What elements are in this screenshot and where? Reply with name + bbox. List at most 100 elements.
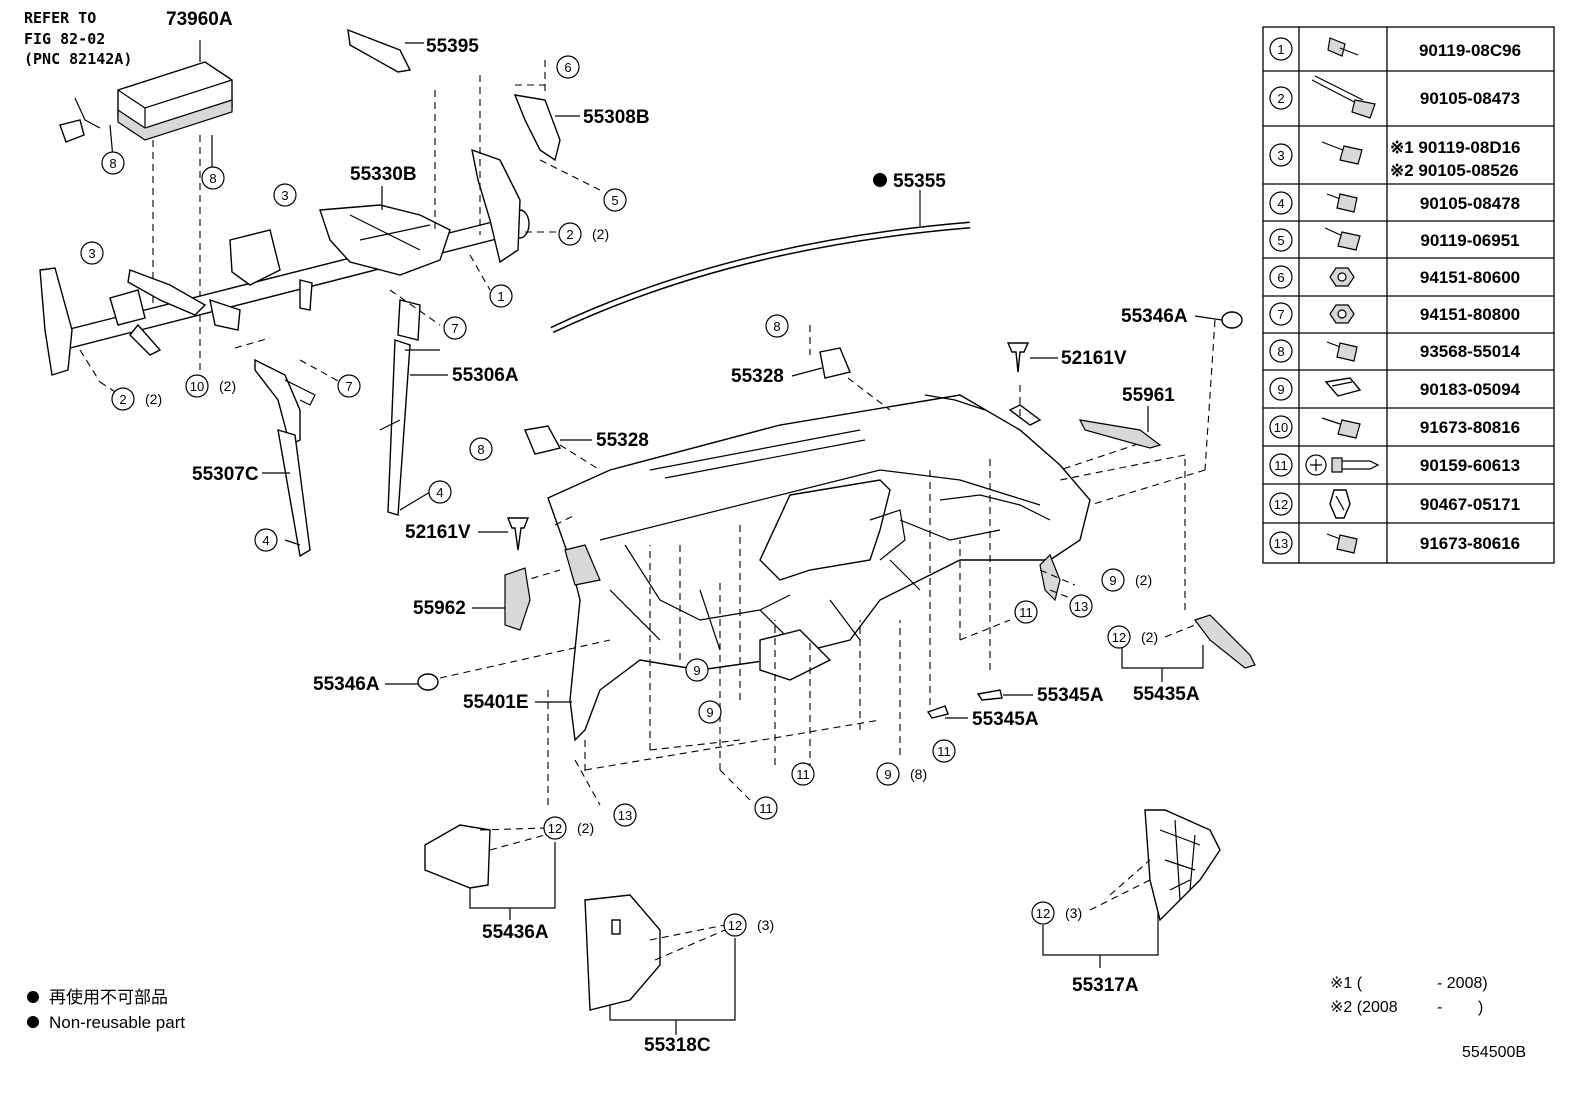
svg-text:(2): (2)	[1135, 572, 1152, 588]
svg-text:94151-80800: 94151-80800	[1420, 305, 1520, 324]
svg-text:7: 7	[345, 379, 352, 394]
refer-note-line3: (PNC 82142A)	[24, 50, 132, 68]
part-label-55308B: 55308B	[583, 107, 650, 128]
svg-text:90105-08473: 90105-08473	[1420, 89, 1520, 108]
callout-11: 11	[754, 796, 778, 820]
svg-text:7: 7	[1277, 307, 1284, 322]
bolt-icon	[1326, 341, 1358, 362]
part-label-55401E: 55401E	[463, 692, 529, 713]
svg-text:11: 11	[796, 767, 810, 782]
table-row: 1 90119-08C96	[1269, 37, 1521, 61]
svg-text:12: 12	[548, 821, 562, 836]
svg-text:12: 12	[1112, 630, 1126, 645]
callout-11: 11	[932, 739, 956, 763]
callout-9: 9(8)	[876, 762, 927, 786]
callout-7: 7	[443, 316, 467, 340]
svg-text:(3): (3)	[1065, 905, 1082, 921]
part-label-73960A: 73960A	[166, 9, 233, 30]
svg-text:10: 10	[190, 379, 204, 394]
callout-4: 4	[254, 528, 278, 552]
svg-text:11: 11	[759, 801, 773, 816]
callout-9: 9	[685, 658, 709, 682]
bolt-icon	[1326, 193, 1358, 213]
svg-text:8: 8	[773, 319, 780, 334]
table-row: 10 91673-80816	[1269, 415, 1520, 439]
legend-dot-icon	[27, 1016, 39, 1028]
part-label-55330B: 55330B	[350, 164, 417, 185]
moulding-drawing	[550, 173, 971, 334]
clips-drawing	[417, 311, 1243, 719]
svg-text:8: 8	[109, 156, 116, 171]
svg-text:(8): (8)	[910, 766, 927, 782]
svg-text:91673-80616: 91673-80616	[1420, 534, 1520, 553]
svg-text:8: 8	[209, 171, 216, 186]
svg-text:91673-80816: 91673-80816	[1420, 418, 1520, 437]
table-row: 12 90467-05171	[1269, 489, 1520, 519]
svg-text:(2): (2)	[592, 226, 609, 242]
callout-11: 11	[1014, 600, 1038, 624]
svg-text:8: 8	[1277, 344, 1284, 359]
table-row: 11 90159-60613	[1269, 453, 1520, 477]
svg-text:5: 5	[1277, 233, 1284, 248]
callout-10: 10(2)	[185, 374, 236, 398]
callout-2: 2 (2)	[558, 222, 609, 246]
svg-text:(2): (2)	[577, 820, 594, 836]
svg-text:9: 9	[1277, 382, 1284, 397]
fastener-table: 1 90119-08C96 2 90105-08473 3 ※1 90119-0…	[1262, 26, 1555, 564]
lower-covers-drawing	[424, 614, 1256, 1035]
refer-note-line2: FIG 82-02	[24, 30, 105, 48]
table-row: 5 90119-06951	[1269, 227, 1520, 252]
svg-text:9: 9	[706, 705, 713, 720]
svg-text:3: 3	[1277, 148, 1284, 163]
part-label-55346A-right: 55346A	[1121, 306, 1188, 327]
callout-3: 3	[80, 241, 104, 265]
table-row: 7 94151-80800	[1269, 302, 1520, 326]
table-row: 4 90105-08478	[1269, 191, 1520, 215]
note-2-close: )	[1478, 999, 1483, 1016]
callout-7: 7	[337, 374, 361, 398]
callout-1: 1	[489, 284, 513, 308]
long-bolt-icon	[1311, 75, 1376, 119]
callout-12: 12 (2)	[543, 816, 594, 840]
bolt-icon	[1321, 141, 1363, 165]
svg-text:4: 4	[262, 533, 269, 548]
svg-text:10: 10	[1274, 420, 1288, 435]
legend-en: Non-reusable part	[49, 1013, 185, 1032]
callout-8: 8	[101, 151, 125, 175]
clip-nut-icon	[1324, 377, 1362, 397]
svg-text:2: 2	[119, 392, 126, 407]
legend-dot-icon	[27, 991, 39, 1003]
callout-13: 13	[1069, 594, 1093, 618]
bolt-icon	[1327, 37, 1359, 57]
svg-text:9: 9	[1109, 573, 1116, 588]
svg-text:2: 2	[1277, 91, 1284, 106]
part-label-55345A-upper: 55345A	[1037, 685, 1104, 706]
part-label-55355: 55355	[893, 171, 946, 192]
svg-text:6: 6	[1277, 270, 1284, 285]
part-label-55306A: 55306A	[452, 365, 519, 386]
svg-text:93568-55014: 93568-55014	[1420, 342, 1521, 361]
part-label-55345A-lower: 55345A	[972, 709, 1039, 730]
svg-text:2: 2	[566, 227, 573, 242]
non-reusable-dot	[873, 173, 887, 187]
svg-text:※2 90105-08526: ※2 90105-08526	[1390, 161, 1519, 180]
bolt-icon	[1326, 533, 1358, 554]
model-year-notes: ※1 ( - 2008) ※2 (2008 - )	[1330, 975, 1488, 1016]
svg-text:90183-05094: 90183-05094	[1420, 380, 1521, 399]
svg-text:3: 3	[281, 188, 288, 203]
svg-text:6: 6	[564, 60, 571, 75]
callouts: 6 5 8 8 3 3 2(2) 1 7 7 2(2) 10(2) 4 4 8 …	[80, 55, 1158, 937]
part-label-55395: 55395	[426, 36, 479, 57]
table-row: 3 ※1 90119-08D16 ※2 90105-08526	[1269, 138, 1521, 180]
svg-text:8: 8	[477, 442, 484, 457]
svg-text:(2): (2)	[145, 391, 162, 407]
screw-icon	[1305, 454, 1380, 476]
note-2-mark: ※2 (2008	[1330, 999, 1398, 1016]
part-label-55318C: 55318C	[644, 1035, 711, 1056]
svg-text:1: 1	[497, 289, 504, 304]
svg-text:11: 11	[1274, 458, 1288, 473]
svg-text:12: 12	[1036, 906, 1050, 921]
svg-text:4: 4	[1277, 196, 1284, 211]
